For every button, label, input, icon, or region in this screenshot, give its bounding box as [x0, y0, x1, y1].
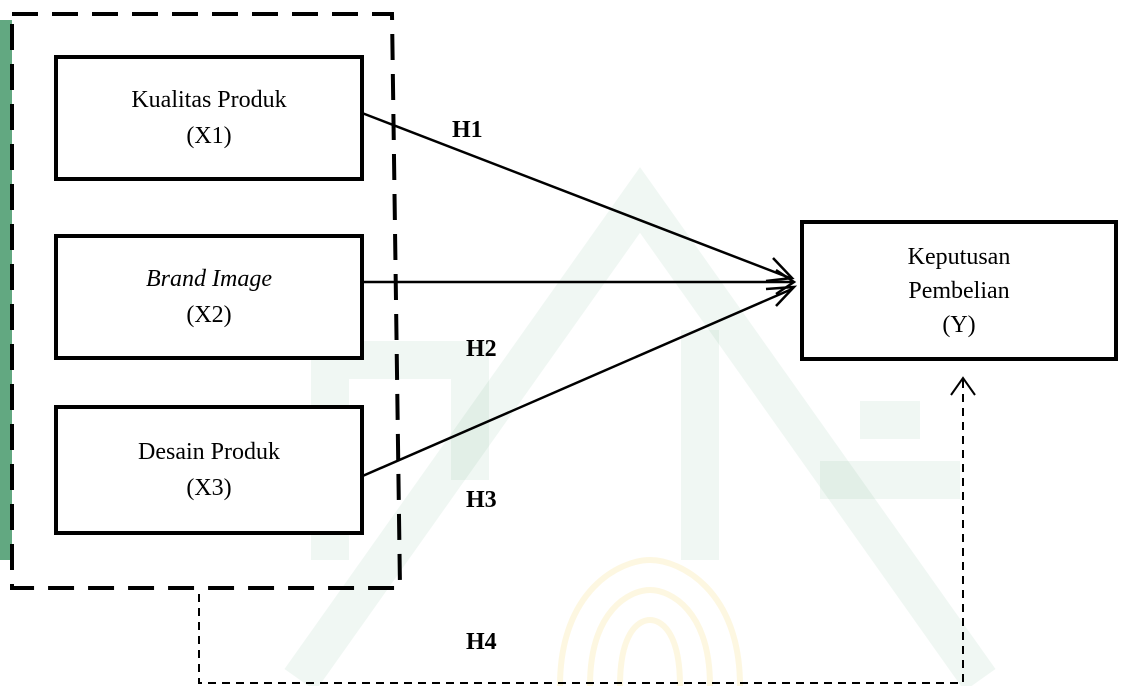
- label-desain-produk: Desain Produk: [138, 439, 280, 465]
- arrow-h3: [357, 287, 793, 480]
- arrow-h4: [198, 380, 964, 684]
- hypothesis-h2: H2: [466, 336, 497, 362]
- hypothesis-h3: H3: [466, 487, 497, 513]
- label-pembelian: Pembelian: [908, 278, 1010, 304]
- arrowhead-h3: [765, 285, 798, 307]
- arrowhead-h1: [765, 257, 795, 283]
- hypothesis-h4: H4: [466, 629, 497, 655]
- group-boundary: [10, 12, 403, 590]
- box-keputusan-pembelian: Keputusan Pembelian (Y): [800, 220, 1118, 361]
- code-x1: (X1): [186, 123, 232, 149]
- code-x3: (X3): [186, 475, 232, 501]
- arrow-h1: [361, 111, 791, 280]
- code-x2: (X2): [186, 302, 232, 328]
- code-y: (Y): [942, 312, 976, 338]
- box-brand-image: Brand Image (X2): [54, 234, 364, 360]
- label-keputusan: Keputusan: [907, 244, 1011, 270]
- arrowhead-h2: [775, 268, 797, 296]
- hypothesis-h1: H1: [452, 117, 483, 143]
- label-kualitas-produk: Kualitas Produk: [131, 87, 287, 113]
- box-kualitas-produk: Kualitas Produk (X1): [54, 55, 364, 181]
- arrowhead-h4: [950, 376, 976, 396]
- label-brand-image: Brand Image: [146, 266, 272, 292]
- box-desain-produk: Desain Produk (X3): [54, 405, 364, 535]
